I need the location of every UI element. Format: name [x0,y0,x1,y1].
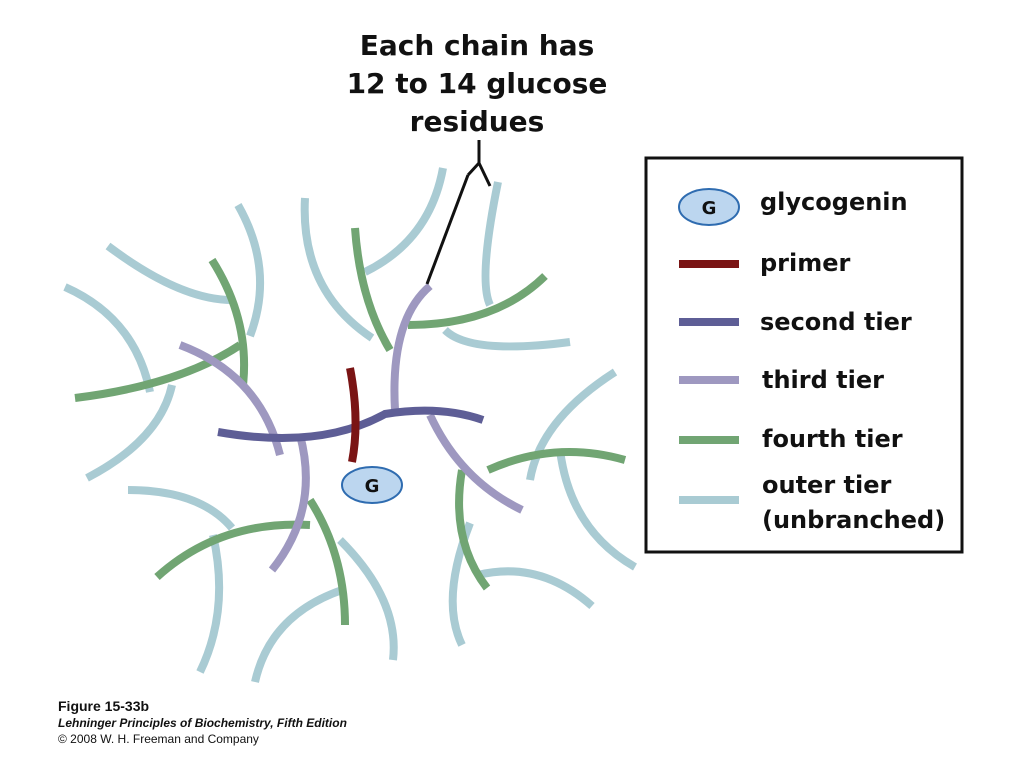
callout-line-3: residues [410,105,545,138]
figure-number: Figure 15-33b [58,698,150,714]
figure-caption: Figure 15-33b Lehninger Principles of Bi… [58,697,347,747]
outer-chain [442,326,571,351]
fourth-tier-chains [74,227,627,626]
fourth-chain [407,273,548,329]
callout-line-1: Each chain has [360,29,595,62]
outer-chain [526,368,618,481]
outer-chain [337,537,398,661]
legend-label-outer-tier: outer tier [762,471,891,499]
fourth-chain [306,497,349,626]
glycogenin-symbol: G [365,476,380,497]
fourth-chain [74,341,243,402]
legend-item-third-tier: third tier [679,366,884,394]
book-title: Lehninger Principles of Biochemistry, Fi… [58,716,347,730]
legend-label-glycogenin: glycogenin [760,188,908,216]
fourth-chain [486,448,627,474]
outer-chain [196,534,224,674]
legend-item-outer-tier: outer tier (unbranched) [679,471,945,534]
legend-item-glycogenin: G glycogenin [678,188,908,226]
outer-chain [556,449,637,571]
legend-label-primer: primer [760,249,851,277]
glycogenin-center: G [341,466,403,504]
copyright-notice: © 2008 W. H. Freeman and Company [58,732,259,746]
third-chain [268,433,310,573]
second-chain [217,406,485,442]
fourth-chain [208,257,249,386]
legend-item-fourth-tier: fourth tier [679,425,903,453]
fourth-chain [455,469,491,591]
primer-chain [346,367,360,463]
legend-label-second-tier: second tier [760,308,912,336]
outer-chain [300,197,375,342]
third-chain [426,413,524,514]
legend-label-outer-tier-note: (unbranched) [762,506,945,534]
legend-item-second-tier: second tier [679,308,912,336]
outer-chain [105,242,233,304]
outer-chain [363,167,447,276]
outer-chain [127,486,236,531]
outer-chain [63,283,154,393]
second-tier-chains [217,406,485,442]
outer-chain [481,181,502,307]
outer-chain [251,586,344,683]
chain-length-callout: Each chain has 12 to 14 glucose residues [347,29,608,285]
legend-glycogenin-letter: G [702,198,717,219]
outer-chain [234,203,265,338]
outer-tier-chains [63,167,637,683]
third-chain [390,282,433,411]
legend-label-fourth-tier: fourth tier [762,425,903,453]
legend-label-third-tier: third tier [762,366,884,394]
callout-pointer [425,140,492,285]
legend-glycogenin-symbol [678,188,740,226]
legend-item-primer: primer [679,249,851,277]
legend-box [644,156,964,554]
legend: G glycogenin primer second tier third ti… [644,156,964,554]
callout-line-2: 12 to 14 glucose [347,67,608,100]
outer-chain [85,384,176,482]
outer-chain [477,567,595,609]
fourth-chain [351,227,394,353]
glycogenin-ellipse [341,466,403,504]
fourth-chain [154,520,311,580]
